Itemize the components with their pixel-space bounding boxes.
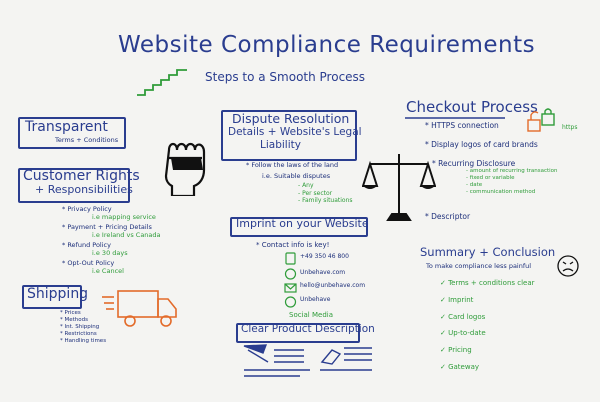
contact-web: Unbehave.com [300,269,346,276]
dispute-title: Dispute Resolution [232,111,350,126]
dispute-sub-item: - Family situations [298,197,353,204]
rights-detail: i.e Ireland vs Canada [92,231,161,239]
shipping-item: * Prices [60,310,81,316]
skype-icon [284,296,297,308]
dispute-box [221,110,357,161]
checkout-item: * HTTPS connection [425,121,499,130]
truck-icon [102,290,177,327]
check-icon: ✓ [440,329,449,338]
customer-rights-title: Customer Rights [23,168,140,184]
summary-item: ✓ Card logos [440,312,486,321]
dispute-suitable: i.e. Suitable disputes [262,172,331,180]
dispute-sub-item: - Per sector [298,189,333,197]
rights-item: * Refund Policy [62,241,111,249]
customer-rights-sub: + Responsibilities [35,183,133,196]
rights-detail: i.e 30 days [92,249,128,257]
dispute-subs: - Any - Per sector - Family situations [298,182,353,205]
dispute-line3: Liability [260,139,301,151]
product-title: Clear Product Description [241,323,375,335]
contact-skype: Unbehave [300,296,331,303]
recurring-item: - amount of recurring transaction [466,168,558,174]
shipping-list: * Prices * Methods * Int. Shipping * Res… [60,310,106,344]
rights-item: * Opt-Out Policy [62,259,115,267]
globe-icon [284,268,297,280]
recurring-item: - date [466,181,483,188]
contact-icons [284,252,297,308]
summary-item: ✓ Imprint [440,295,474,304]
summary-item: ✓ Gateway [440,362,480,371]
summary-sub: To make compliance less painful [426,262,532,270]
dispute-line2: Details + Website's Legal [228,126,362,138]
lock-icons [527,108,555,132]
descriptor: * Descriptor [425,212,471,221]
check-icon: ✓ [440,312,449,321]
rights-item: * Privacy Policy [62,205,112,213]
summary-item: ✓ Terms + conditions clear [440,279,535,287]
imprint-title: Imprint on your Website [236,217,369,230]
checkout-item: * Display logos of card brands [425,140,538,149]
rights-detail: i.e mapping service [92,213,156,221]
unlocked-icon [527,119,541,132]
contact-phone: +49 350 46 800 [300,253,349,260]
transparent-box [18,117,126,149]
page-subtitle: Steps to a Smooth Process [205,70,366,84]
check-icon: ✓ [440,362,449,371]
summary-item: ✓ Up-to-date [440,329,486,338]
imprint-box [230,217,368,237]
summary-list: ✓ Terms + conditions clear ✓ Imprint ✓ C… [440,279,535,372]
check-icon: ✓ [440,295,449,304]
contact-email: hello@unbehave.com [300,282,366,289]
recurring-item: - communication method [466,188,536,195]
fist-icon [164,142,206,196]
customer-rights-box [18,168,130,203]
product-box [236,323,360,343]
shipping-item: * Methods [60,316,88,323]
checkout-title: Checkout Process [406,98,538,116]
https-label: https [562,124,578,131]
shipping-item: * Restrictions [60,330,97,337]
page-title: Website Compliance Requirements [118,32,536,58]
recurring-item: - fixed or variable [466,174,515,181]
locked-icon [541,113,555,126]
contact-social: Social Media [289,311,334,319]
phone-icon [285,252,296,265]
product-sketch [243,344,372,377]
staircase-icon [137,69,187,96]
shipping-item: * Int. Shipping [60,323,100,330]
transparent-sub: Terms + Conditions [55,136,119,144]
shipping-box [22,285,82,309]
summary-title: Summary + Conclusion [420,245,556,259]
check-icon: ✓ [440,279,449,287]
dispute-sub-item: - Any [298,182,314,189]
mail-icon [284,283,297,293]
shipping-item: * Handling times [60,337,107,344]
check-icon: ✓ [440,346,449,354]
checkout-item: * Recurring Disclosure [432,159,516,168]
rights-detail: i.e Cancel [92,267,124,275]
scales-icon [362,154,436,221]
summary-item: ✓ Pricing [440,346,472,354]
contact-title: * Contact info is key! [256,241,330,249]
checkout-underline [405,117,505,119]
transparent-title: Transparent [25,119,108,135]
rights-item: * Payment + Pricing Details [62,223,152,231]
shipping-title: Shipping [27,286,89,302]
dispute-follow: * Follow the laws of the land [246,161,339,169]
frown-face-icon [557,255,579,277]
recurring-list: - amount of recurring transaction - fixe… [466,168,558,196]
